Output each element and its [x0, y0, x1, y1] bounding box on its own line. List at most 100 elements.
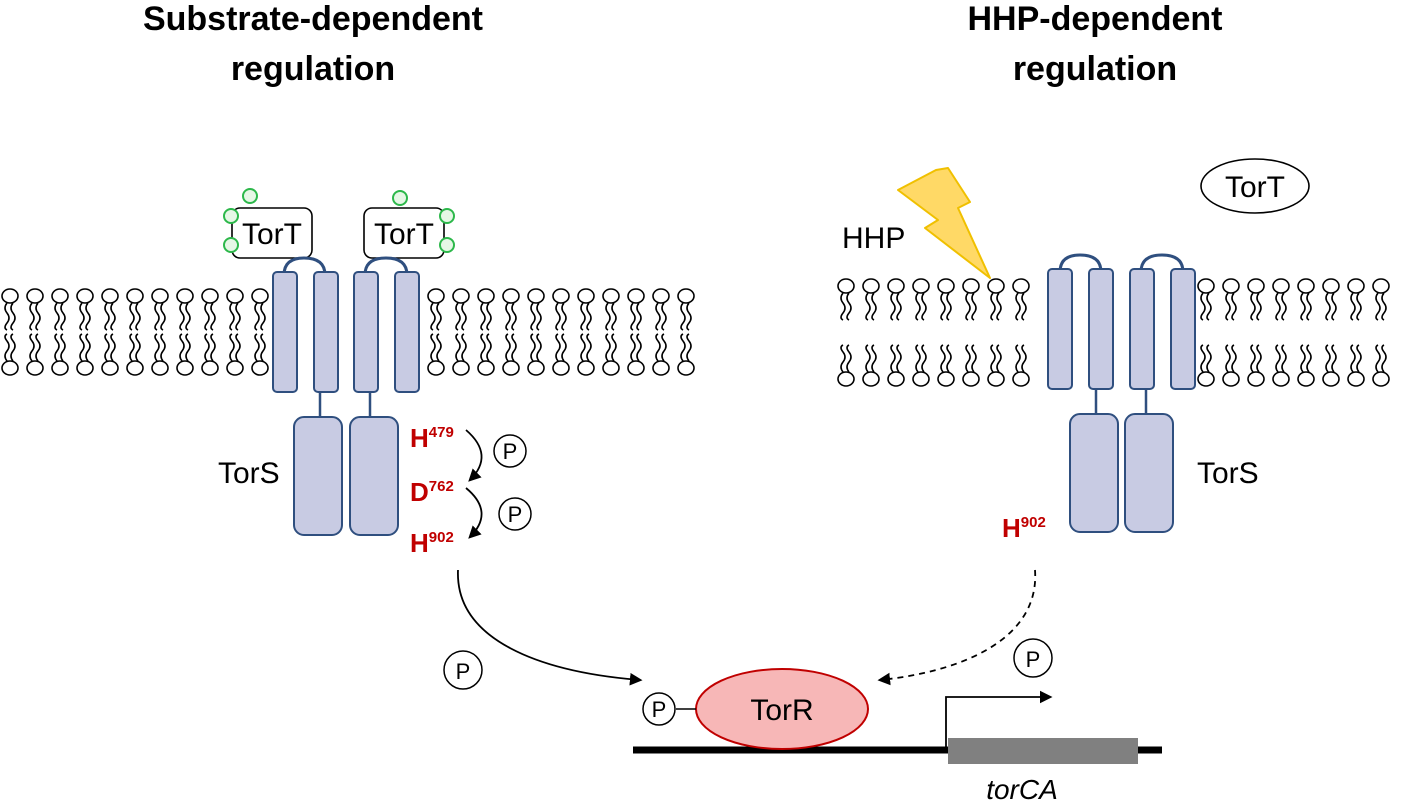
right-title-line2: regulation [1013, 50, 1177, 88]
phosphate-circle [642, 692, 676, 726]
lipid-head [51, 360, 69, 376]
gene-torca [948, 738, 1138, 764]
lipid-head [602, 360, 620, 376]
lipid-head [251, 288, 269, 304]
lipid-head [1247, 278, 1265, 294]
lipid-head [76, 288, 94, 304]
phosphate-circle [443, 650, 483, 690]
lipid-head [151, 360, 169, 376]
phosphotransfer-arrow [465, 487, 483, 539]
lipid-tail [229, 333, 235, 362]
lipid-head [987, 371, 1005, 387]
lipid-head [1272, 278, 1290, 294]
lipid-tail [865, 292, 871, 321]
lipid-head [176, 288, 194, 304]
lipid-tail [1356, 292, 1362, 321]
residue-d762: D762 [410, 477, 454, 507]
lipid-tail [1325, 292, 1331, 321]
lipid-tail [1021, 292, 1027, 321]
lipid-head [577, 360, 595, 376]
lipid-tail [680, 302, 686, 331]
lipid-tail [530, 302, 536, 331]
lipid-head [912, 278, 930, 294]
phosphotransfer-arrow [465, 429, 483, 482]
lipid-head [176, 360, 194, 376]
lipid-tail [915, 292, 921, 321]
lipid-head [577, 288, 595, 304]
lipid-tail [1306, 344, 1312, 373]
lipid-tail [436, 302, 442, 331]
lipid-head [937, 278, 955, 294]
lipid-tail [179, 302, 185, 331]
lipid-tail [555, 302, 561, 331]
lipid-tail [536, 333, 542, 362]
lipid-head [1272, 371, 1290, 387]
cytoplasmic-domain [293, 416, 343, 536]
lipid-tail [1206, 344, 1212, 373]
lipid-head [862, 371, 880, 387]
lipid-tail [511, 302, 517, 331]
lipid-tail [940, 344, 946, 373]
lipid-tail [1015, 292, 1021, 321]
lipid-tail [436, 333, 442, 362]
lipid-tail [1281, 292, 1287, 321]
lipid-head [912, 371, 930, 387]
left-title-line1: Substrate-dependent [143, 0, 483, 38]
lipid-head [26, 288, 44, 304]
tm-helix [1129, 268, 1155, 390]
lipid-tail [840, 292, 846, 321]
lipid-tail [110, 333, 116, 362]
lipid-head [887, 278, 905, 294]
tort-left-label: TorT [242, 218, 302, 251]
lipid-tail [611, 302, 617, 331]
lipid-tail [605, 333, 611, 362]
cytoplasmic-domain [1069, 413, 1119, 533]
membrane-right-inner [837, 344, 1390, 387]
lipid-tail [235, 302, 241, 331]
tors-right-label: TorS [1197, 457, 1259, 490]
lipid-tail [846, 344, 852, 373]
residue-h902-right: H902 [1002, 513, 1046, 543]
tort-bound-left: TorT [223, 188, 313, 259]
lipid-tail [185, 333, 191, 362]
lipid-head [677, 360, 695, 376]
membrane-left-inner [1, 333, 695, 376]
lipid-tail [1225, 292, 1231, 321]
phosphate-label: P [456, 659, 471, 684]
membrane-right-outer [837, 278, 1390, 321]
lipid-tail [946, 344, 952, 373]
lipid-tail [1381, 344, 1387, 373]
lipid-tail [129, 333, 135, 362]
lipid-tail [135, 302, 141, 331]
phosphate-label: P [1026, 647, 1041, 672]
lipid-tail [630, 302, 636, 331]
lipid-tail [636, 302, 642, 331]
lipid-head [1197, 278, 1215, 294]
cytoplasmic-domain [349, 416, 399, 536]
lipid-tail [536, 302, 542, 331]
left-title-line2: regulation [231, 50, 395, 88]
lipid-tail [661, 302, 667, 331]
tm-helix [353, 271, 379, 393]
lipid-tail [1331, 344, 1337, 373]
lipid-head [1247, 371, 1265, 387]
substrate-dot [439, 237, 455, 253]
lipid-head [51, 288, 69, 304]
lipid-tail [129, 302, 135, 331]
lipid-tail [1250, 344, 1256, 373]
lipid-tail [636, 333, 642, 362]
lipid-tail [85, 333, 91, 362]
lipid-head [962, 371, 980, 387]
lipid-tail [1275, 292, 1281, 321]
lipid-tail [260, 333, 266, 362]
lipid-tail [1021, 344, 1027, 373]
phosphate-circle [498, 497, 532, 531]
lipid-tail [10, 333, 16, 362]
lipid-tail [655, 302, 661, 331]
gene-label: torCA [986, 774, 1058, 803]
lipid-tail [990, 344, 996, 373]
tors-right [1047, 253, 1196, 533]
tors-left-label: TorS [218, 457, 280, 490]
lipid-head [101, 288, 119, 304]
lipid-head [1, 288, 19, 304]
